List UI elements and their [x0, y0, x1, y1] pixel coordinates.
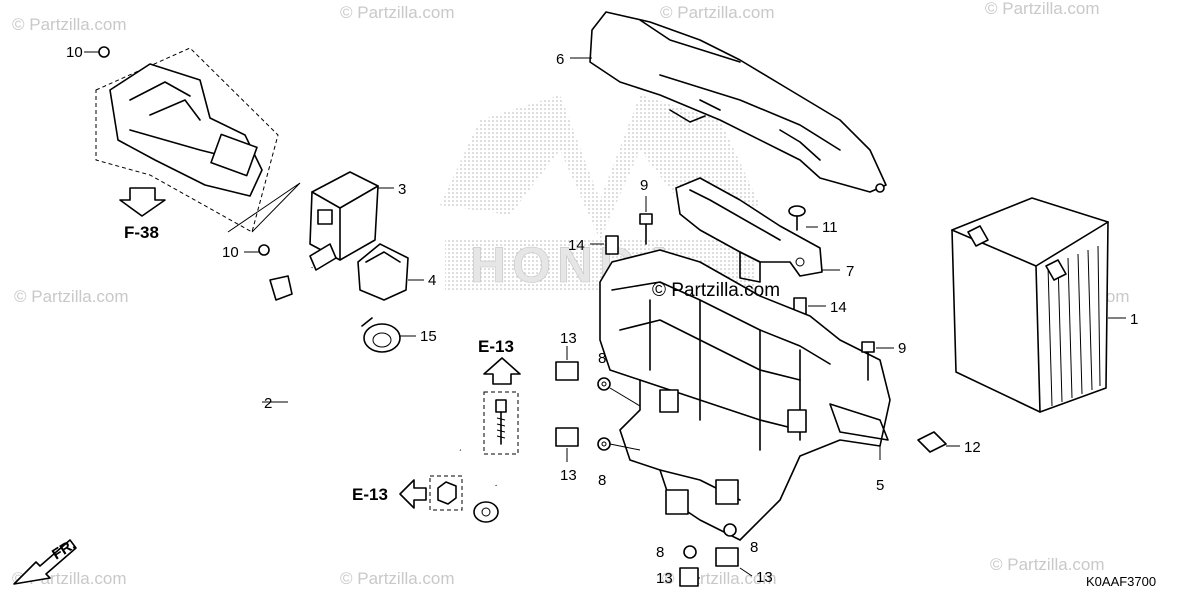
relay-boot	[357, 243, 424, 301]
starter-relay	[227, 171, 394, 261]
callout: 8	[656, 544, 664, 561]
callout: 8	[598, 472, 606, 489]
battery-tray-cover	[570, 11, 887, 193]
callout: 11	[822, 219, 838, 236]
watermark: © Partzilla.com	[12, 15, 127, 34]
callout: 7	[846, 263, 854, 280]
callout: 9	[640, 177, 648, 194]
watermark: © Partzilla.com	[660, 3, 775, 22]
callout: 15	[420, 328, 437, 345]
callout: 6	[556, 51, 564, 68]
callout: 8	[750, 539, 758, 556]
callout: 13	[560, 467, 577, 484]
bolt-10	[244, 244, 270, 256]
callout: 8	[598, 350, 606, 367]
callout: 2	[264, 395, 272, 412]
callout: 5	[876, 477, 884, 494]
center-watermark: © Partzilla.com	[652, 280, 780, 301]
diagram-code: K0AAF3700	[1086, 574, 1156, 589]
battery-cable	[262, 243, 499, 523]
harness-clamp	[361, 317, 416, 353]
reference-arrow-e13-upper: E-13	[478, 337, 521, 455]
watermark: © Partzilla.com	[340, 3, 455, 22]
callout: 14	[830, 299, 847, 316]
callout: 13	[656, 570, 673, 587]
battery-tray	[599, 249, 891, 541]
callout: 10	[222, 244, 239, 261]
callout: 12	[964, 439, 981, 456]
battery	[951, 197, 1126, 413]
reference-arrow-e13-lower: E-13	[352, 475, 463, 511]
tapping-screw-11	[788, 205, 818, 231]
nut-stack-left	[555, 346, 641, 462]
flange-bolt-9	[639, 196, 653, 245]
callout: 3	[398, 181, 406, 198]
callout: 14	[568, 237, 585, 254]
reference-label: E-13	[478, 337, 514, 356]
callout: 10	[66, 44, 83, 61]
reference-arrow-f38: F-38	[119, 187, 166, 242]
callout: 1	[1130, 311, 1138, 328]
callout: 13	[756, 569, 773, 586]
clip-12	[917, 431, 960, 453]
callout: 9	[898, 340, 906, 357]
callout: 13	[560, 330, 577, 347]
clip-nut-14	[590, 235, 826, 315]
callout-layer: 10 3 10 4 15 2 6 9 11 14 7 14 13 8 13 8 …	[66, 44, 1138, 587]
relay-cover-assembly	[84, 46, 279, 233]
watermark: © Partzilla.com	[985, 0, 1100, 18]
watermark: © Partzilla.com	[340, 569, 455, 588]
nut-stack-bottom	[665, 479, 753, 587]
callout: 4	[428, 272, 436, 289]
battery-hold-bracket	[675, 177, 840, 283]
watermark: © Partzilla.com	[14, 287, 129, 306]
reference-label: E-13	[352, 485, 388, 504]
flange-bolt-9	[861, 341, 894, 381]
watermark: © Partzilla.com	[990, 555, 1105, 574]
reference-label: F-38	[124, 223, 159, 242]
